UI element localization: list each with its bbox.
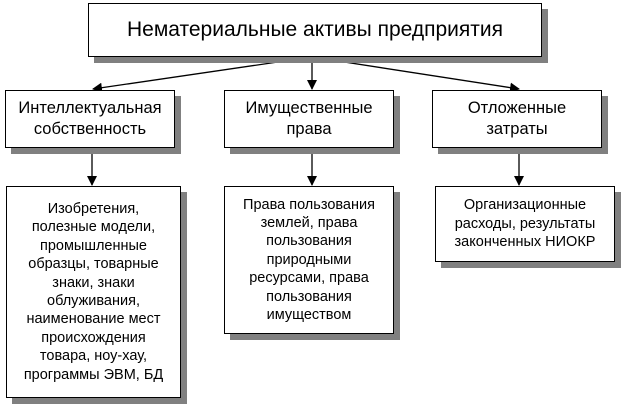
root-node-title: Нематериальные активы предприятия bbox=[127, 18, 503, 41]
category-label: Интеллектуальная собственность bbox=[18, 99, 162, 138]
details-property-rights: Права пользования землей, права пользова… bbox=[224, 186, 394, 334]
arrow-title-to-intellectual bbox=[92, 56, 313, 93]
root-node-box: Нематериальные активы предприятия bbox=[88, 3, 542, 57]
details-text: Изобретения, полезные модели, промышленн… bbox=[23, 200, 164, 383]
details-text: Права пользования землей, права пользова… bbox=[243, 196, 375, 324]
details-deferred-costs: Организационные расходы, результаты зако… bbox=[435, 186, 615, 262]
category-label: Имущественные права bbox=[245, 99, 373, 138]
category-property-rights: Имущественные права bbox=[224, 90, 394, 148]
arrow-title-to-deferred bbox=[311, 56, 520, 93]
details-text: Организационные расходы, результаты зако… bbox=[454, 197, 596, 251]
details-intellectual-property: Изобретения, полезные модели, промышленн… bbox=[6, 186, 181, 398]
category-intellectual-property: Интеллектуальная собственность bbox=[5, 90, 175, 148]
category-label: Отложенные затраты bbox=[467, 99, 567, 138]
category-deferred-costs: Отложенные затраты bbox=[432, 90, 602, 148]
